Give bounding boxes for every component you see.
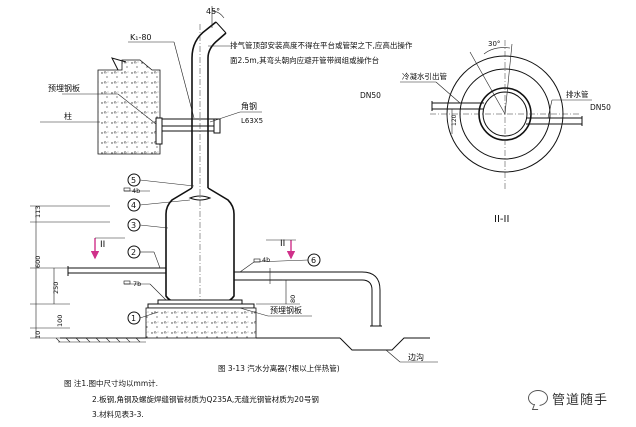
- note-2: 2.板钢,角钢及螺旋焊缝钢管材质为Q235A,无缝光钢管材质为20号钢: [92, 394, 319, 404]
- section-view: 30° 120: [430, 40, 583, 190]
- ditch-label: 边沟: [408, 352, 424, 362]
- vent-note-line-2: 面2.5m,其弯头朝向应避开管带阀组或操作台: [230, 55, 379, 65]
- svg-text:5: 5: [131, 176, 136, 185]
- svg-text:250: 250: [52, 282, 60, 294]
- embedded-plate-bottom-label: 预埋钢板: [270, 305, 302, 315]
- embedded-plate-top: [155, 117, 163, 145]
- watermark: 管道随手: [528, 387, 628, 409]
- inlet-pipe: [67, 266, 166, 276]
- callout-6: 6: [239, 253, 321, 273]
- callout-3: 3: [127, 218, 169, 232]
- chat-bubble-icon: [528, 390, 548, 406]
- watermark-text: 管道随手: [552, 392, 609, 408]
- svg-text:10: 10: [34, 331, 42, 339]
- section-marker-left: II: [90, 237, 125, 260]
- dn50-left: DN50: [360, 91, 381, 100]
- svg-text:3: 3: [131, 221, 136, 230]
- column-label: 柱: [64, 111, 72, 121]
- vent-note-line-1: 排气管顶部安装高度不得在平台或管架之下,应高出操作: [230, 40, 413, 50]
- dim-120: 120: [451, 114, 458, 126]
- vent-pipe: [191, 21, 227, 340]
- callout-2: 2: [127, 245, 161, 269]
- svg-text:600: 600: [34, 256, 42, 268]
- svg-text:113: 113: [34, 206, 42, 218]
- embedded-plate-top-label: 预埋钢板: [48, 83, 80, 93]
- dn50-right: DN50: [590, 103, 611, 112]
- weld-7b: 7b: [133, 280, 141, 288]
- angle-30-text: 30°: [488, 40, 500, 48]
- angle-45-text: 45°: [206, 7, 220, 16]
- vessel-base: [145, 299, 257, 339]
- weld-4b-a: 4b: [132, 187, 140, 195]
- section-marker-right: II: [266, 239, 296, 260]
- angle-spec-label: L63X5: [241, 117, 263, 125]
- note-3: 3.材料见表3-3.: [92, 409, 144, 419]
- callout-4: 4: [127, 198, 191, 212]
- ground-and-ditch: [55, 337, 430, 351]
- note-1: 图 注1.图中尺寸均以mm计.: [64, 378, 158, 388]
- callout-1: 1: [127, 311, 159, 325]
- kz-label: K₁-80: [128, 33, 195, 119]
- kz-text: K₁-80: [130, 33, 152, 42]
- roman-left: II: [100, 240, 105, 250]
- section-title: II-II: [494, 214, 509, 225]
- svg-text:1: 1: [131, 314, 136, 323]
- svg-text:4: 4: [131, 201, 136, 210]
- condensate-label: 冷凝水引出管: [402, 71, 447, 81]
- angle-steel-bracket: [161, 118, 221, 134]
- svg-text:6: 6: [311, 256, 316, 265]
- left-dimensions: 113 600 250 100 10: [30, 206, 110, 339]
- figure-caption: 图 3-13 汽水分离器(?根以上伴热管): [218, 363, 340, 373]
- callout-5: 5: [127, 173, 195, 187]
- weld-4b-b: 4b: [262, 256, 270, 264]
- concrete-column: [97, 57, 161, 155]
- svg-text:2: 2: [131, 248, 136, 257]
- svg-text:100: 100: [56, 315, 64, 327]
- drain-pipe-label: 排水管: [566, 89, 589, 99]
- dim-80: 80: [289, 295, 297, 303]
- roman-right: II: [280, 239, 285, 249]
- angle-45-marker: 45°: [206, 6, 225, 28]
- angle-steel-label: 角钢: [241, 101, 257, 111]
